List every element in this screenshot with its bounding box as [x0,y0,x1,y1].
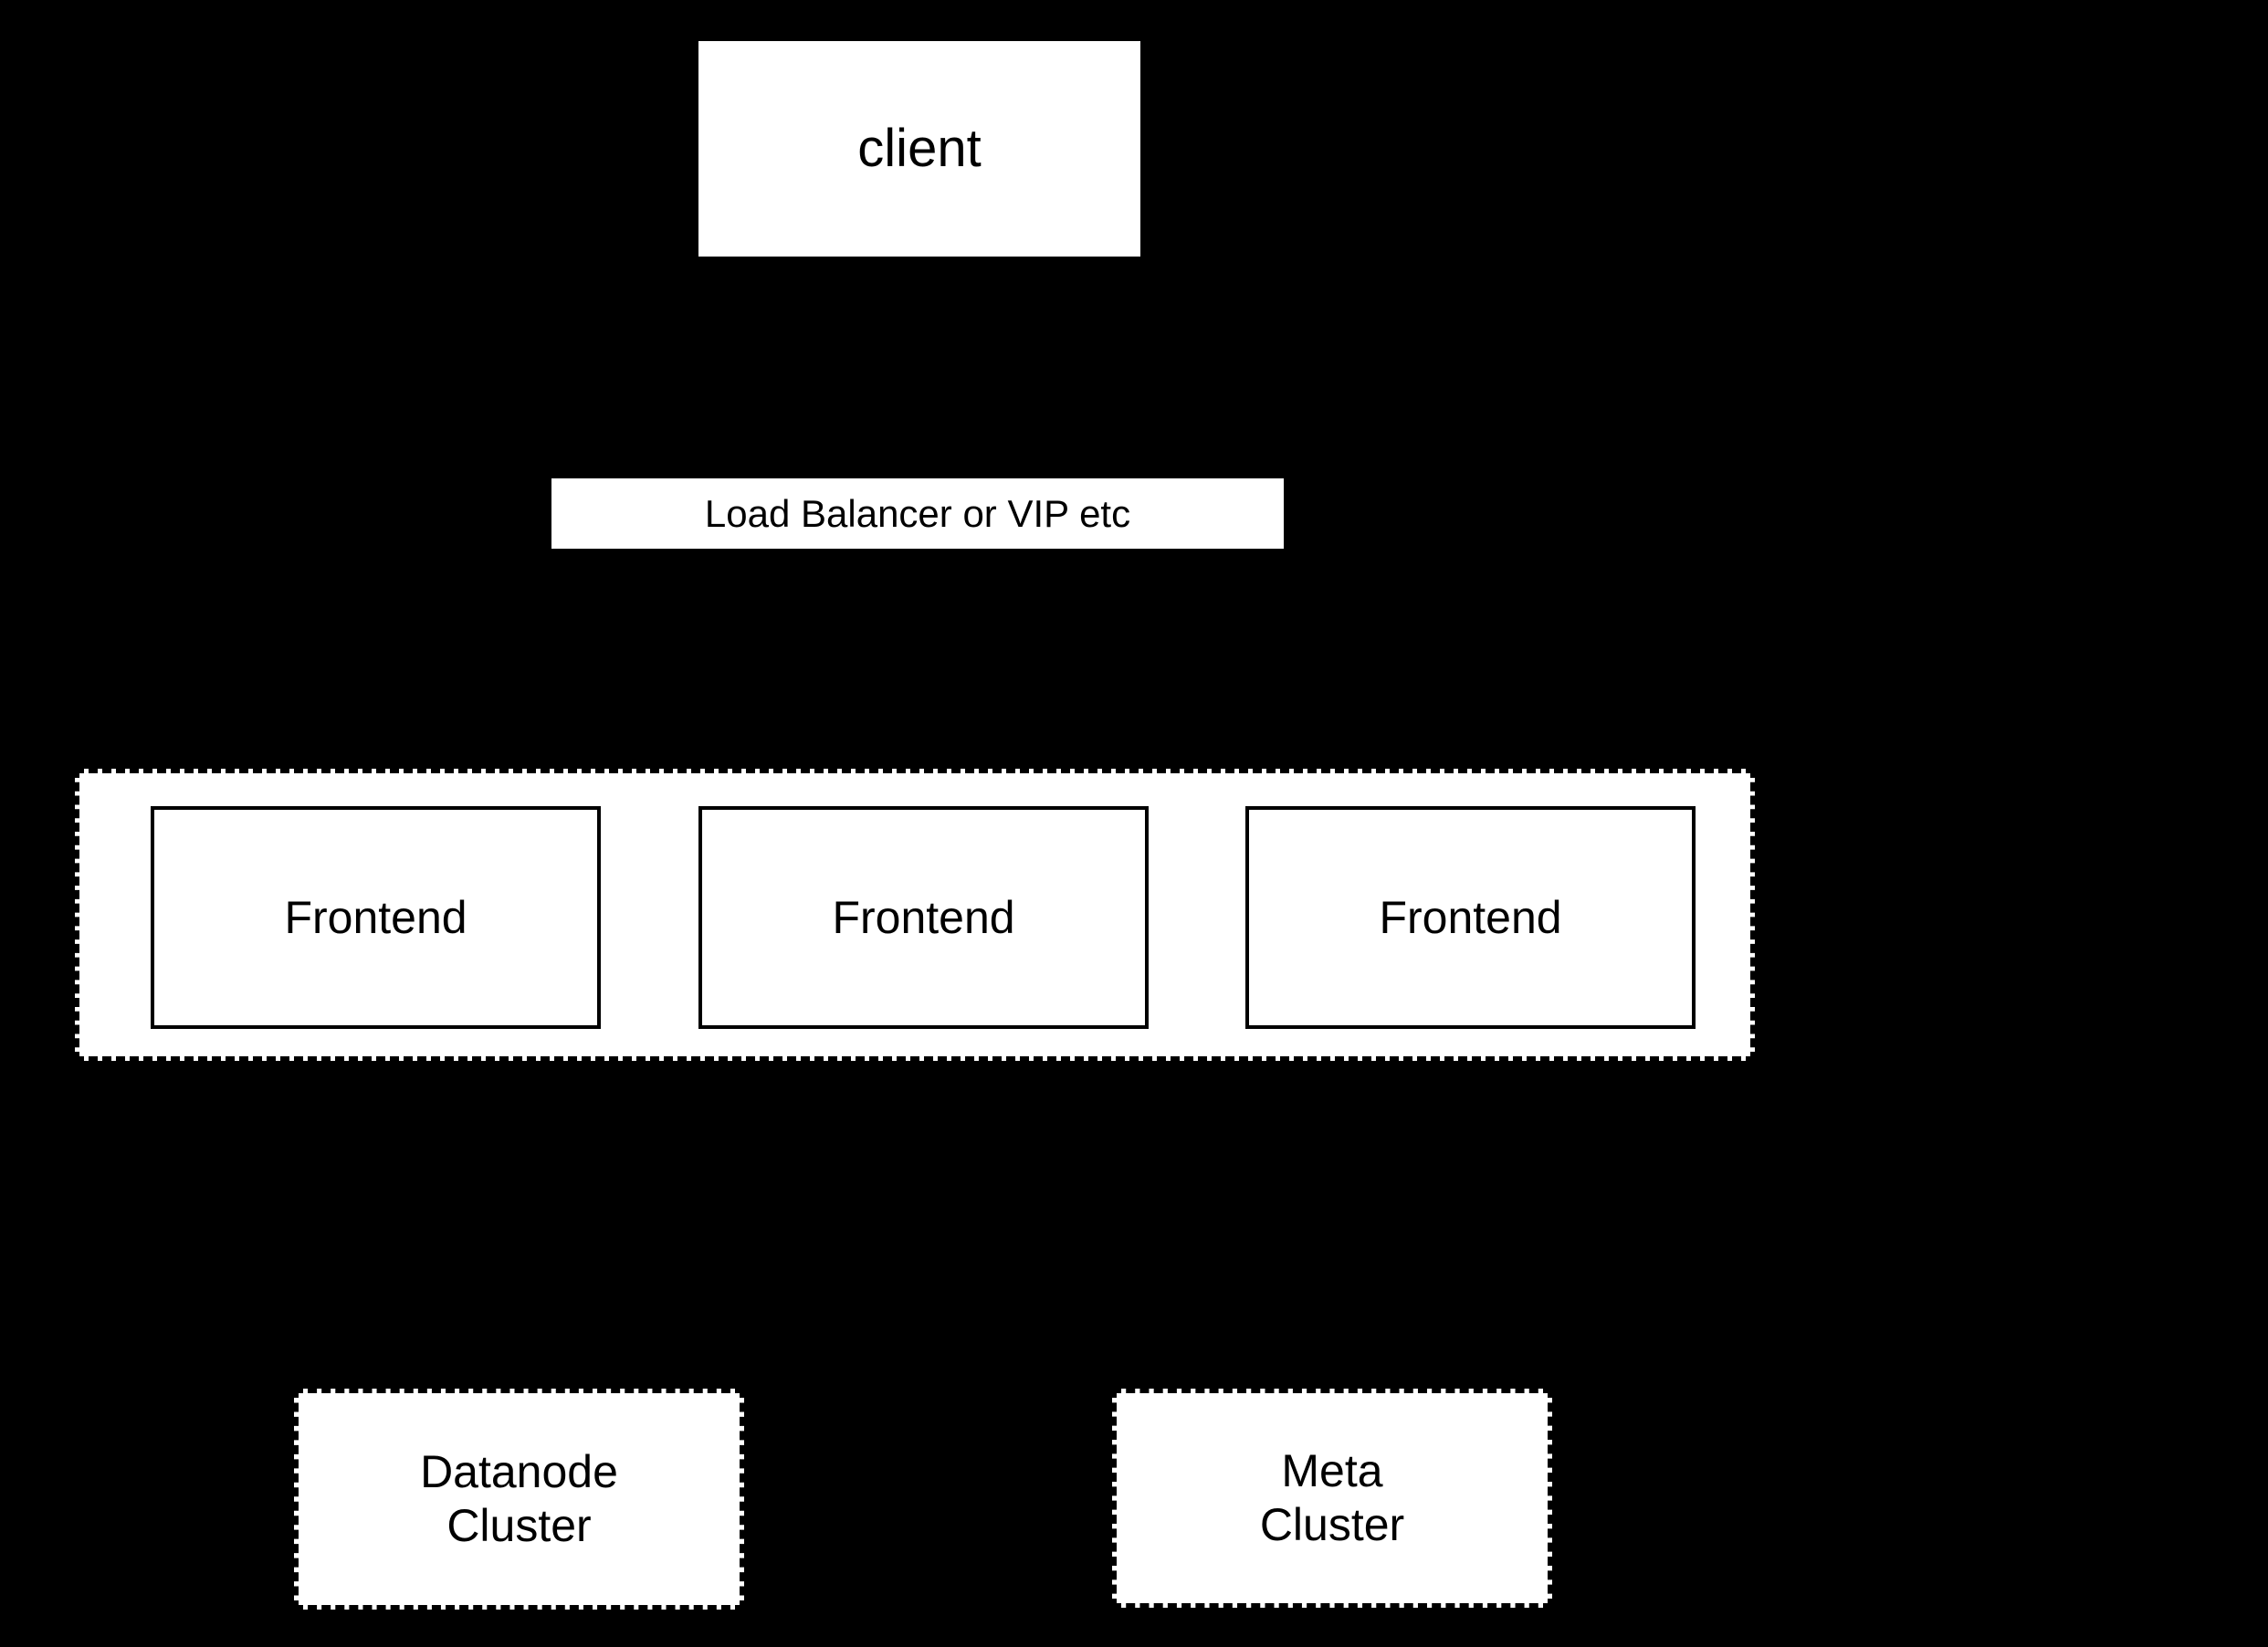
frontend-node-1-label: Frontend [284,891,467,943]
meta-cluster-node[interactable]: Meta Cluster [1112,1389,1552,1608]
meta-cluster-label-line1: Meta [1281,1445,1383,1496]
frontend-node-3[interactable]: Frontend [1245,806,1696,1029]
frontend-node-3-label: Frontend [1379,891,1562,943]
frontend-node-row: Frontend Frontend Frontend [79,773,1750,1056]
meta-cluster-label-line2: Cluster [1259,1499,1405,1550]
load-balancer-node[interactable]: Load Balancer or VIP etc [551,478,1284,549]
client-node-label: client [857,118,982,178]
datanode-cluster-label-line1: Datanode [420,1446,618,1497]
datanode-cluster-node[interactable]: Datanode Cluster [294,1389,744,1610]
load-balancer-node-label: Load Balancer or VIP etc [704,491,1131,535]
client-node[interactable]: client [698,41,1140,257]
frontend-node-2-label: Frontend [832,891,1015,943]
datanode-cluster-label-line2: Cluster [446,1500,592,1551]
frontend-cluster-group[interactable]: Frontend Frontend Frontend [75,769,1755,1061]
frontend-node-2[interactable]: Frontend [698,806,1149,1029]
frontend-node-1[interactable]: Frontend [151,806,601,1029]
